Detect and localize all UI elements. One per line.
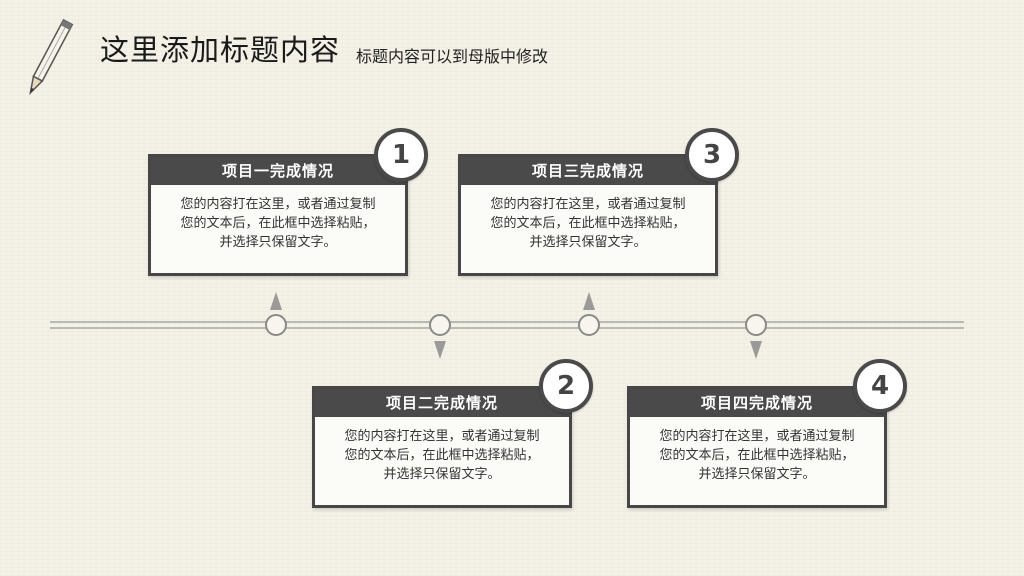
project-card-2: 项目二完成情况 您的内容打在这里，或者通过复制 您的文本后，在此框中选择粘贴， … <box>312 386 572 508</box>
number-badge-2: 2 <box>539 359 593 413</box>
card-title: 项目四完成情况 <box>630 389 884 417</box>
arrow-up-icon <box>583 292 595 310</box>
timeline-line <box>50 321 964 329</box>
card-text: 您的内容打在这里，或者通过复制 您的文本后，在此框中选择粘贴， 并选择只保留文字… <box>630 417 884 484</box>
card-text-line: 并选择只保留文字。 <box>529 235 647 250</box>
page-title: 这里添加标题内容 <box>100 33 341 67</box>
arrow-down-icon <box>750 341 762 359</box>
card-text: 您的内容打在这里，或者通过复制 您的文本后，在此框中选择粘贴， 并选择只保留文字… <box>151 185 405 252</box>
card-text-line: 并选择只保留文字。 <box>219 235 337 250</box>
project-card-1: 项目一完成情况 您的内容打在这里，或者通过复制 您的文本后，在此框中选择粘贴， … <box>148 154 408 276</box>
card-text: 您的内容打在这里，或者通过复制 您的文本后，在此框中选择粘贴， 并选择只保留文字… <box>461 185 715 252</box>
card-text-line: 您的内容打在这里，或者通过复制 <box>344 429 540 444</box>
card-text-line: 并选择只保留文字。 <box>383 467 501 482</box>
card-text: 您的内容打在这里，或者通过复制 您的文本后，在此框中选择粘贴， 并选择只保留文字… <box>315 417 569 484</box>
number-badge-1: 1 <box>374 128 428 182</box>
card-title: 项目一完成情况 <box>151 157 405 185</box>
project-card-3: 项目三完成情况 您的内容打在这里，或者通过复制 您的文本后，在此框中选择粘贴， … <box>458 154 718 276</box>
arrow-down-icon <box>434 341 446 359</box>
card-text-line: 您的文本后，在此框中选择粘贴， <box>659 448 855 463</box>
card-text-line: 您的文本后，在此框中选择粘贴， <box>344 448 540 463</box>
arrow-up-icon <box>270 292 282 310</box>
number-badge-3: 3 <box>685 128 739 182</box>
number-badge-4: 4 <box>853 359 907 413</box>
timeline-node-4 <box>745 314 767 336</box>
card-text-line: 您的内容打在这里，或者通过复制 <box>490 197 686 212</box>
project-card-4: 项目四完成情况 您的内容打在这里，或者通过复制 您的文本后，在此框中选择粘贴， … <box>627 386 887 508</box>
card-text-line: 您的内容打在这里，或者通过复制 <box>659 429 855 444</box>
timeline-node-1 <box>265 314 287 336</box>
pencil-icon <box>29 18 74 96</box>
card-text-line: 您的内容打在这里，或者通过复制 <box>180 197 376 212</box>
timeline-node-2 <box>429 314 451 336</box>
card-text-line: 并选择只保留文字。 <box>698 467 816 482</box>
page-subtitle: 标题内容可以到母版中修改 <box>356 47 549 66</box>
card-text-line: 您的文本后，在此框中选择粘贴， <box>490 216 686 231</box>
timeline-node-3 <box>578 314 600 336</box>
card-title: 项目二完成情况 <box>315 389 569 417</box>
card-text-line: 您的文本后，在此框中选择粘贴， <box>180 216 376 231</box>
card-title: 项目三完成情况 <box>461 157 715 185</box>
